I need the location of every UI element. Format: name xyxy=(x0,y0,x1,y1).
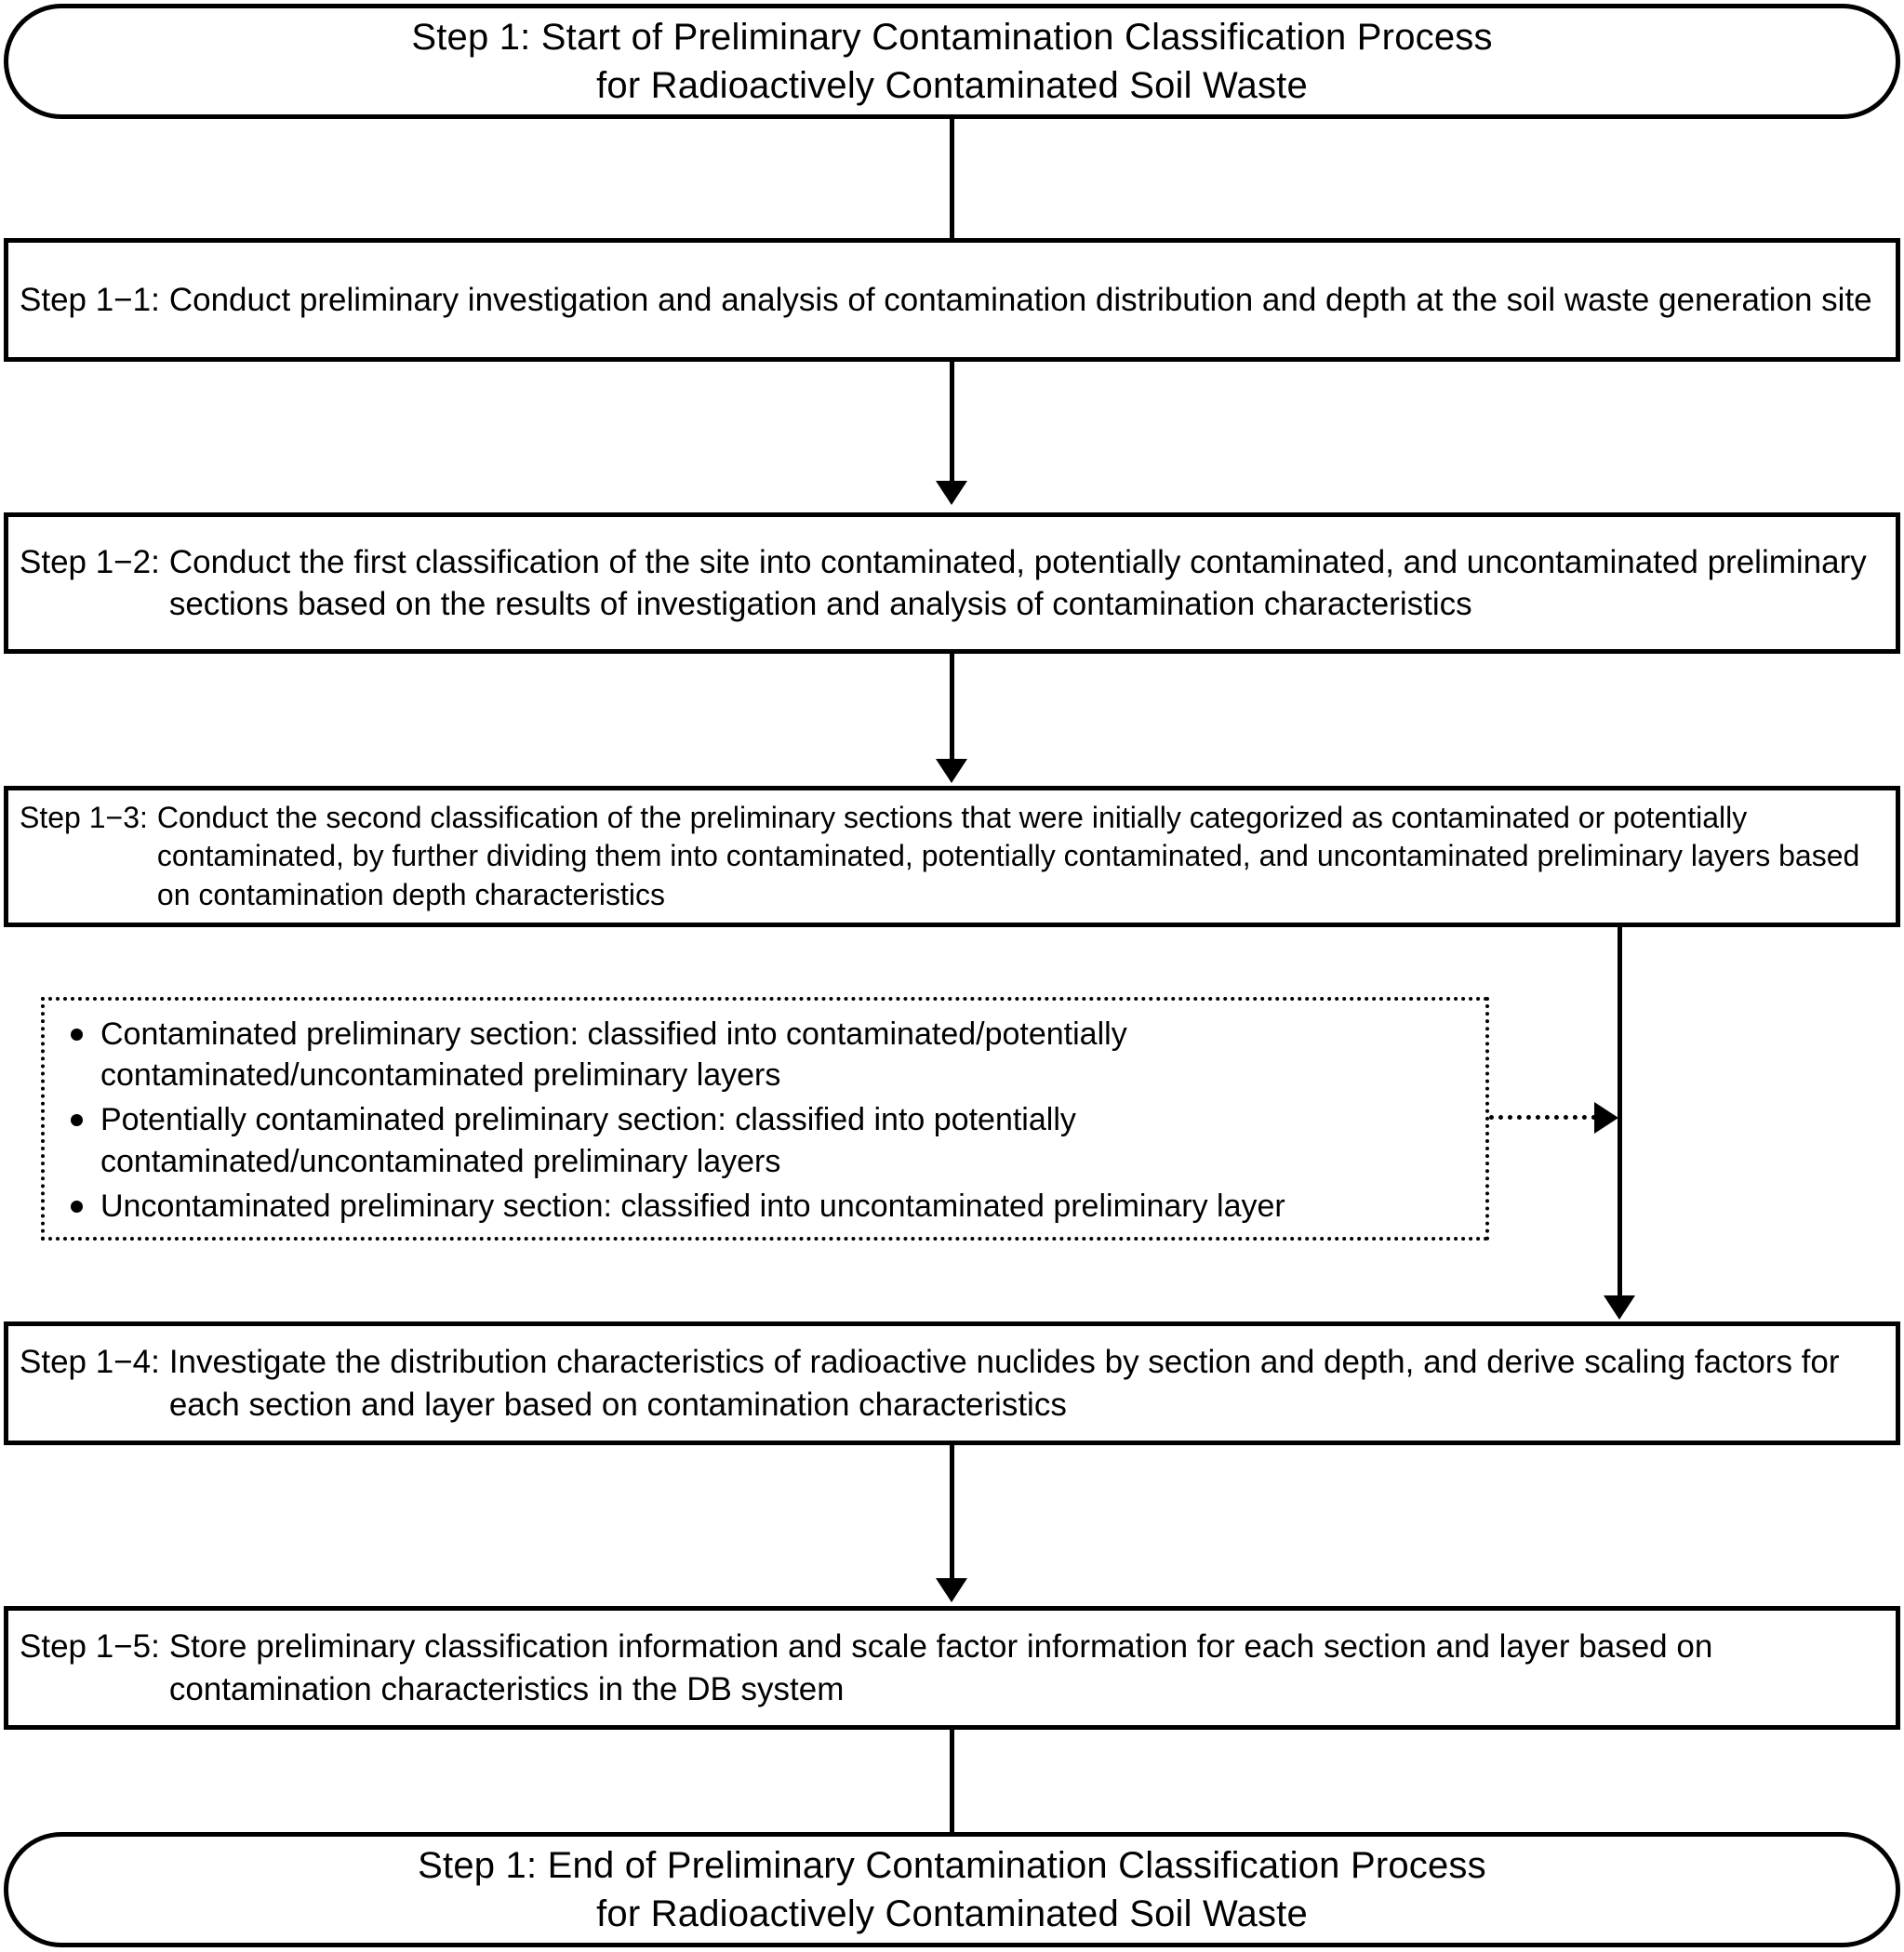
start-terminator-line-1: Step 1: Start of Preliminary Contaminati… xyxy=(411,17,1493,58)
connector-step-1-3-to-1-4 xyxy=(1618,927,1622,1295)
step-1-3-text: Conduct the second classification of the… xyxy=(156,800,1860,911)
dotted-connector-note-to-flow xyxy=(1489,1115,1596,1120)
step-1-3-label: Step 1−3: xyxy=(20,800,148,834)
step-1-2-label: Step 1−2: xyxy=(20,543,160,580)
arrowhead-note-connector xyxy=(1594,1102,1618,1134)
note-bullet-text-2: Potentially contaminated preliminary sec… xyxy=(100,1102,1076,1179)
start-terminator: Step 1: Start of Preliminary Contaminati… xyxy=(4,4,1900,119)
process-step-1-5: Step 1−5: Store preliminary classificati… xyxy=(4,1606,1900,1730)
step-1-2-text: Conduct the first classification of the … xyxy=(168,543,1867,623)
process-step-1-4: Step 1−4: Investigate the distribution c… xyxy=(4,1321,1900,1445)
note-bullet-text-1: Contaminated preliminary section: classi… xyxy=(100,1016,1127,1094)
bullet-icon xyxy=(71,1114,83,1127)
connector-start-to-step-1-1 xyxy=(950,119,954,238)
bullet-icon xyxy=(71,1029,83,1041)
list-item: Uncontaminated preliminary section: clas… xyxy=(61,1186,1469,1227)
end-terminator-line-1: Step 1: End of Preliminary Contamination… xyxy=(418,1845,1486,1886)
step-1-5-label: Step 1−5: xyxy=(20,1628,160,1665)
arrowhead-step-1-2 xyxy=(936,481,967,505)
connector-step-1-1-to-1-2 xyxy=(950,362,954,481)
bullet-icon xyxy=(71,1200,83,1213)
list-item: Potentially contaminated preliminary sec… xyxy=(61,1099,1469,1181)
step-1-4-label: Step 1−4: xyxy=(20,1344,160,1380)
arrowhead-step-1-5 xyxy=(936,1578,967,1602)
arrowhead-step-1-3 xyxy=(936,759,967,783)
classification-note-box: Contaminated preliminary section: classi… xyxy=(41,997,1489,1241)
process-step-1-3: Step 1−3: Conduct the second classificat… xyxy=(4,786,1900,927)
process-step-1-1: Step 1−1: Conduct preliminary investigat… xyxy=(4,238,1900,362)
connector-step-1-2-to-1-3 xyxy=(950,654,954,759)
note-bullet-text-3: Uncontaminated preliminary section: clas… xyxy=(100,1188,1285,1224)
step-1-1-text: Conduct preliminary investigation and an… xyxy=(168,281,1872,318)
step-1-1-label: Step 1−1: xyxy=(20,281,160,318)
list-item: Contaminated preliminary section: classi… xyxy=(61,1014,1469,1096)
connector-step-1-4-to-1-5 xyxy=(950,1445,954,1578)
start-terminator-line-2: for Radioactively Contaminated Soil Wast… xyxy=(596,65,1308,106)
end-terminator: Step 1: End of Preliminary Contamination… xyxy=(4,1832,1900,1947)
end-terminator-line-2: for Radioactively Contaminated Soil Wast… xyxy=(596,1893,1308,1934)
process-step-1-2: Step 1−2: Conduct the first classificati… xyxy=(4,512,1900,654)
step-1-5-text: Store preliminary classification informa… xyxy=(168,1628,1713,1707)
classification-note-list: Contaminated preliminary section: classi… xyxy=(61,1014,1469,1227)
arrowhead-step-1-4 xyxy=(1604,1295,1635,1320)
step-1-4-text: Investigate the distribution characteris… xyxy=(168,1344,1840,1423)
connector-step-1-5-to-end xyxy=(950,1730,954,1832)
